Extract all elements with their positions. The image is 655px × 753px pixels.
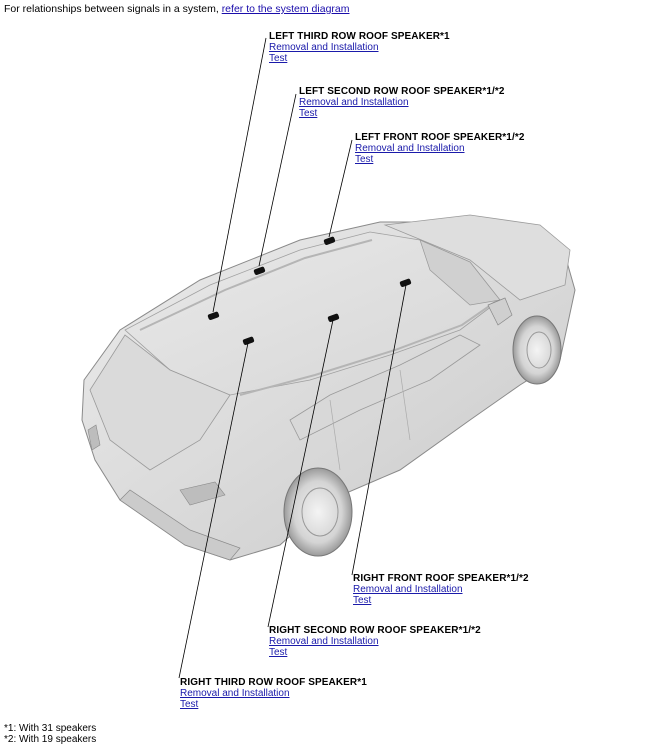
removal-installation-link[interactable]: Removal and Installation bbox=[353, 584, 463, 595]
callout-left-third-row: LEFT THIRD ROW ROOF SPEAKER*1 Removal an… bbox=[269, 31, 450, 64]
callout-title: LEFT FRONT ROOF SPEAKER*1/*2 bbox=[355, 132, 525, 143]
test-link[interactable]: Test bbox=[180, 699, 199, 710]
car-body bbox=[81, 214, 576, 561]
leader-lines bbox=[178, 37, 407, 679]
callout-left-second-row: LEFT SECOND ROW ROOF SPEAKER*1/*2 Remova… bbox=[299, 86, 505, 119]
footnote-31-speakers: *1: With 31 speakers bbox=[4, 723, 97, 734]
test-link[interactable]: Test bbox=[269, 53, 288, 64]
test-link[interactable]: Test bbox=[353, 595, 372, 606]
test-link[interactable]: Test bbox=[299, 108, 318, 119]
test-link[interactable]: Test bbox=[269, 647, 288, 658]
callout-right-second-row: RIGHT SECOND ROW ROOF SPEAKER*1/*2 Remov… bbox=[269, 625, 481, 658]
intro-text: For relationships between signals in a s… bbox=[4, 3, 222, 15]
system-diagram-link[interactable]: refer to the system diagram bbox=[221, 3, 350, 15]
footnotes: *1: With 31 speakers *2: With 19 speaker… bbox=[4, 723, 96, 745]
wheels bbox=[283, 315, 562, 557]
removal-installation-link[interactable]: Removal and Installation bbox=[355, 143, 465, 154]
callout-right-front: RIGHT FRONT ROOF SPEAKER*1/*2 Removal an… bbox=[353, 573, 529, 606]
callout-title: RIGHT THIRD ROW ROOF SPEAKER*1 bbox=[180, 677, 367, 688]
removal-installation-link[interactable]: Removal and Installation bbox=[299, 97, 409, 108]
callout-right-third-row: RIGHT THIRD ROW ROOF SPEAKER*1 Removal a… bbox=[180, 677, 367, 710]
callout-title: RIGHT FRONT ROOF SPEAKER*1/*2 bbox=[353, 573, 529, 584]
footnote-19-speakers: *2: With 19 speakers bbox=[4, 734, 97, 745]
callout-title: LEFT THIRD ROW ROOF SPEAKER*1 bbox=[269, 31, 450, 42]
intro-line: For relationships between signals in a s… bbox=[4, 3, 350, 15]
removal-installation-link[interactable]: Removal and Installation bbox=[269, 42, 379, 53]
callout-left-front: LEFT FRONT ROOF SPEAKER*1/*2 Removal and… bbox=[355, 132, 524, 165]
callout-title: RIGHT SECOND ROW ROOF SPEAKER*1/*2 bbox=[269, 625, 481, 636]
removal-installation-link[interactable]: Removal and Installation bbox=[180, 688, 290, 699]
test-link[interactable]: Test bbox=[355, 154, 374, 165]
speaker-markers bbox=[207, 236, 412, 345]
callout-title: LEFT SECOND ROW ROOF SPEAKER*1/*2 bbox=[299, 86, 505, 97]
removal-installation-link[interactable]: Removal and Installation bbox=[269, 636, 379, 647]
